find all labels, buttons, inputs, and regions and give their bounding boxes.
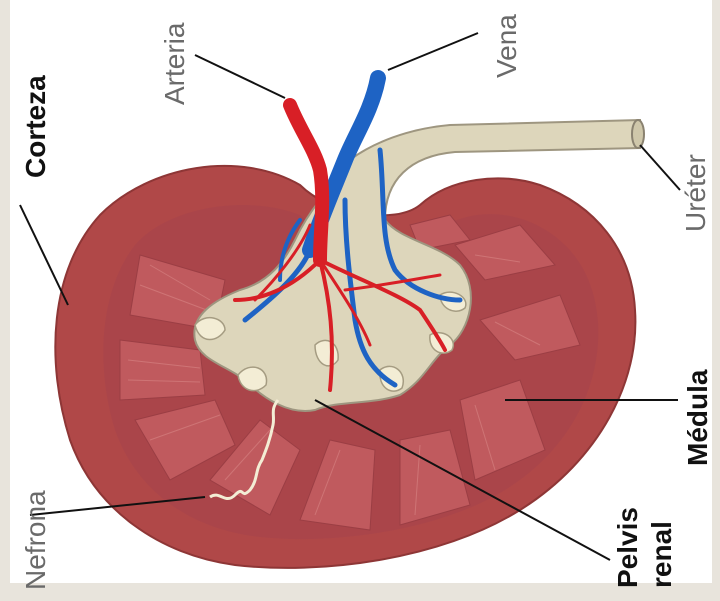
label-medula: Médula: [682, 369, 713, 466]
ureter-opening: [632, 120, 644, 148]
label-arteria: Arteria: [159, 22, 190, 105]
label-ureter: Uréter: [680, 154, 711, 232]
label-pelvis-line2: renal: [646, 521, 677, 588]
label-nefrona: Nefrona: [20, 490, 51, 590]
label-pelvis-line1: Pelvis: [612, 507, 643, 588]
label-vena: Vena: [491, 14, 522, 78]
label-corteza: Corteza: [20, 75, 51, 178]
